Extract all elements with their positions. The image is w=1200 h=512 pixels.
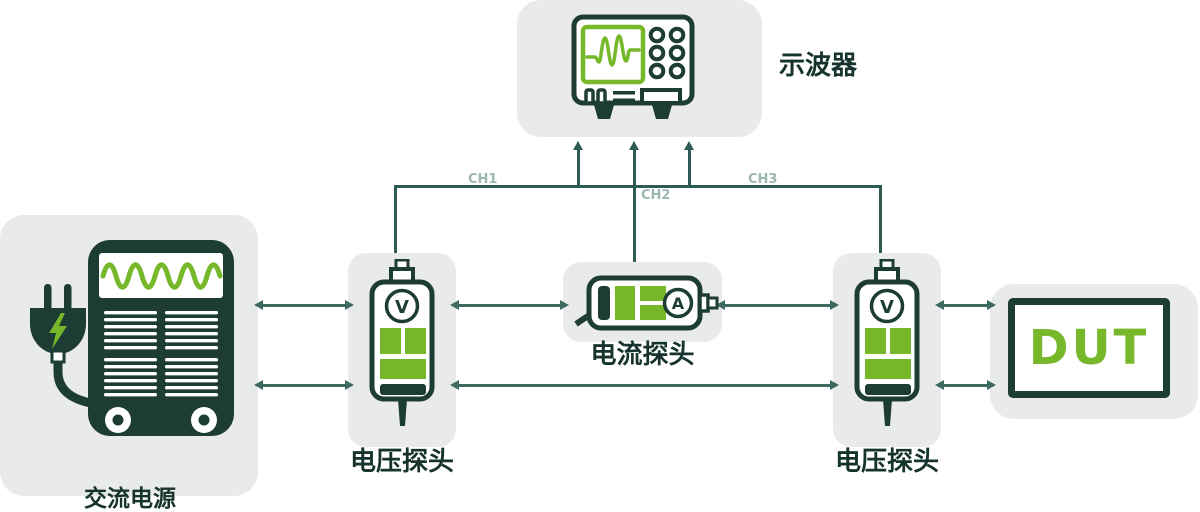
voltage-probe-left-icon: V [369, 259, 435, 426]
channel-label-2: CH2 [641, 188, 671, 203]
voltage-probe-right-icon: V [854, 259, 920, 426]
probe-left-drop-line [394, 185, 397, 253]
wire-probe2-to-dut-bottom [935, 380, 996, 390]
scope-bus-line [394, 185, 882, 188]
channel-1-arrow [573, 141, 583, 186]
probe-right-drop-line [879, 185, 882, 253]
dut-box: DUT [1008, 298, 1170, 398]
current-symbol: A [672, 294, 685, 313]
lightning-bolt-icon [49, 313, 67, 349]
voltage-symbol: V [880, 297, 894, 318]
channel-3-arrow [684, 141, 694, 186]
channel-2-arrow [629, 141, 639, 186]
dut-label: DUT [1028, 320, 1150, 376]
voltage-symbol: V [395, 297, 409, 318]
power-source-label: 交流电源 [84, 486, 176, 512]
voltage-probe-left-label: 电压探头 [349, 447, 454, 477]
wire-probe1-to-currentprobe-top [450, 300, 569, 310]
channel-label-3: CH3 [748, 172, 778, 187]
oscilloscope-label: 示波器 [779, 51, 858, 81]
current-probe-icon: A [574, 275, 719, 331]
wire-currentprobe-to-probe2-top [716, 300, 839, 310]
wire-probe1-to-probe2-bottom [450, 380, 839, 390]
current-probe-label: 电流探头 [590, 340, 695, 370]
wire-power-to-probe1-top [254, 300, 354, 310]
wire-power-to-probe1-bottom [254, 380, 354, 390]
voltage-probe-right-label: 电压探头 [834, 447, 939, 477]
current-probe-drop-line [633, 185, 636, 262]
wire-probe2-to-dut-top [935, 300, 996, 310]
channel-label-1: CH1 [468, 172, 498, 187]
power-source-icon [30, 240, 234, 436]
oscilloscope-icon [571, 14, 695, 119]
